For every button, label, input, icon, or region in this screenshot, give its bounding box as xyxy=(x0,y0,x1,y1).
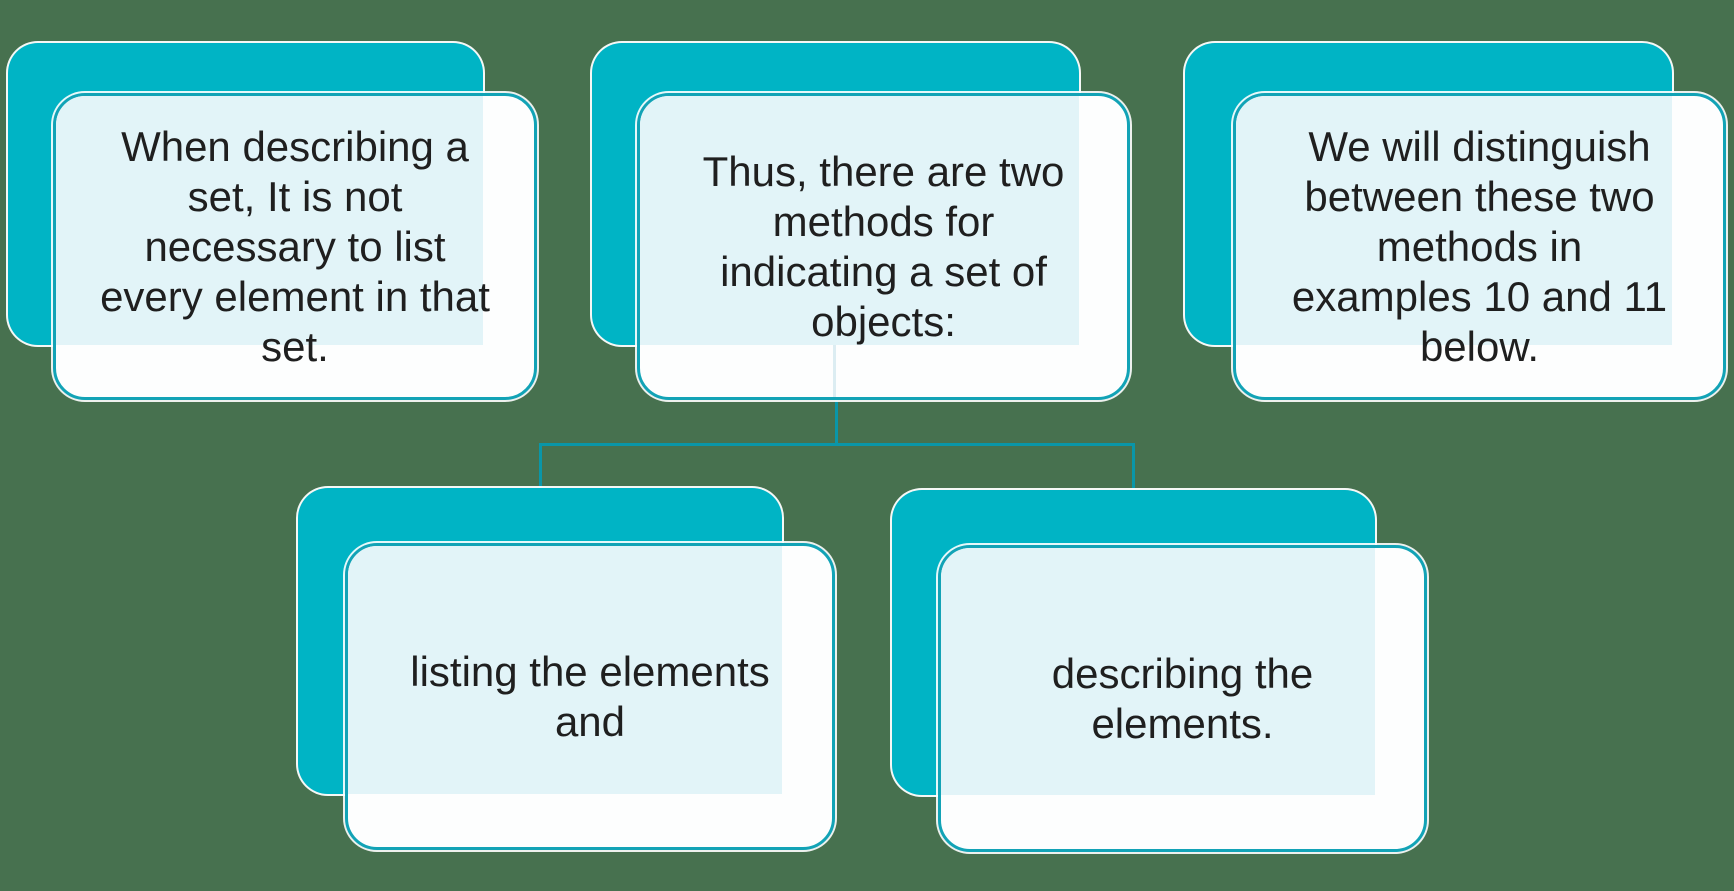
node-front-panel: When describing a set, It is not necessa… xyxy=(53,93,537,400)
node-text: describing the elements. xyxy=(1051,649,1314,747)
node-front-panel: Thus, there are two methods for indicati… xyxy=(637,93,1130,400)
node-overlap-tint xyxy=(640,96,1079,345)
node-text: Thus, there are two methods for indicati… xyxy=(702,147,1065,345)
connector-drop-left xyxy=(539,443,542,490)
node-front-panel: listing the elements and xyxy=(345,543,835,850)
node-front-panel: We will distinguish between these two me… xyxy=(1233,93,1726,400)
connector-crossbar xyxy=(539,443,1135,446)
connector-showthrough xyxy=(833,345,836,397)
node-overlap-tint xyxy=(1236,96,1672,345)
node-overlap-tint xyxy=(348,546,782,794)
node-text: listing the elements and xyxy=(410,647,770,745)
node-overlap-tint xyxy=(941,548,1375,795)
node-text: When describing a set, It is not necessa… xyxy=(100,122,490,370)
node-overlap-tint xyxy=(56,96,483,345)
node-text: We will distinguish between these two me… xyxy=(1291,122,1668,370)
connector-drop-right xyxy=(1132,443,1135,492)
node-front-panel: describing the elements. xyxy=(938,545,1427,852)
